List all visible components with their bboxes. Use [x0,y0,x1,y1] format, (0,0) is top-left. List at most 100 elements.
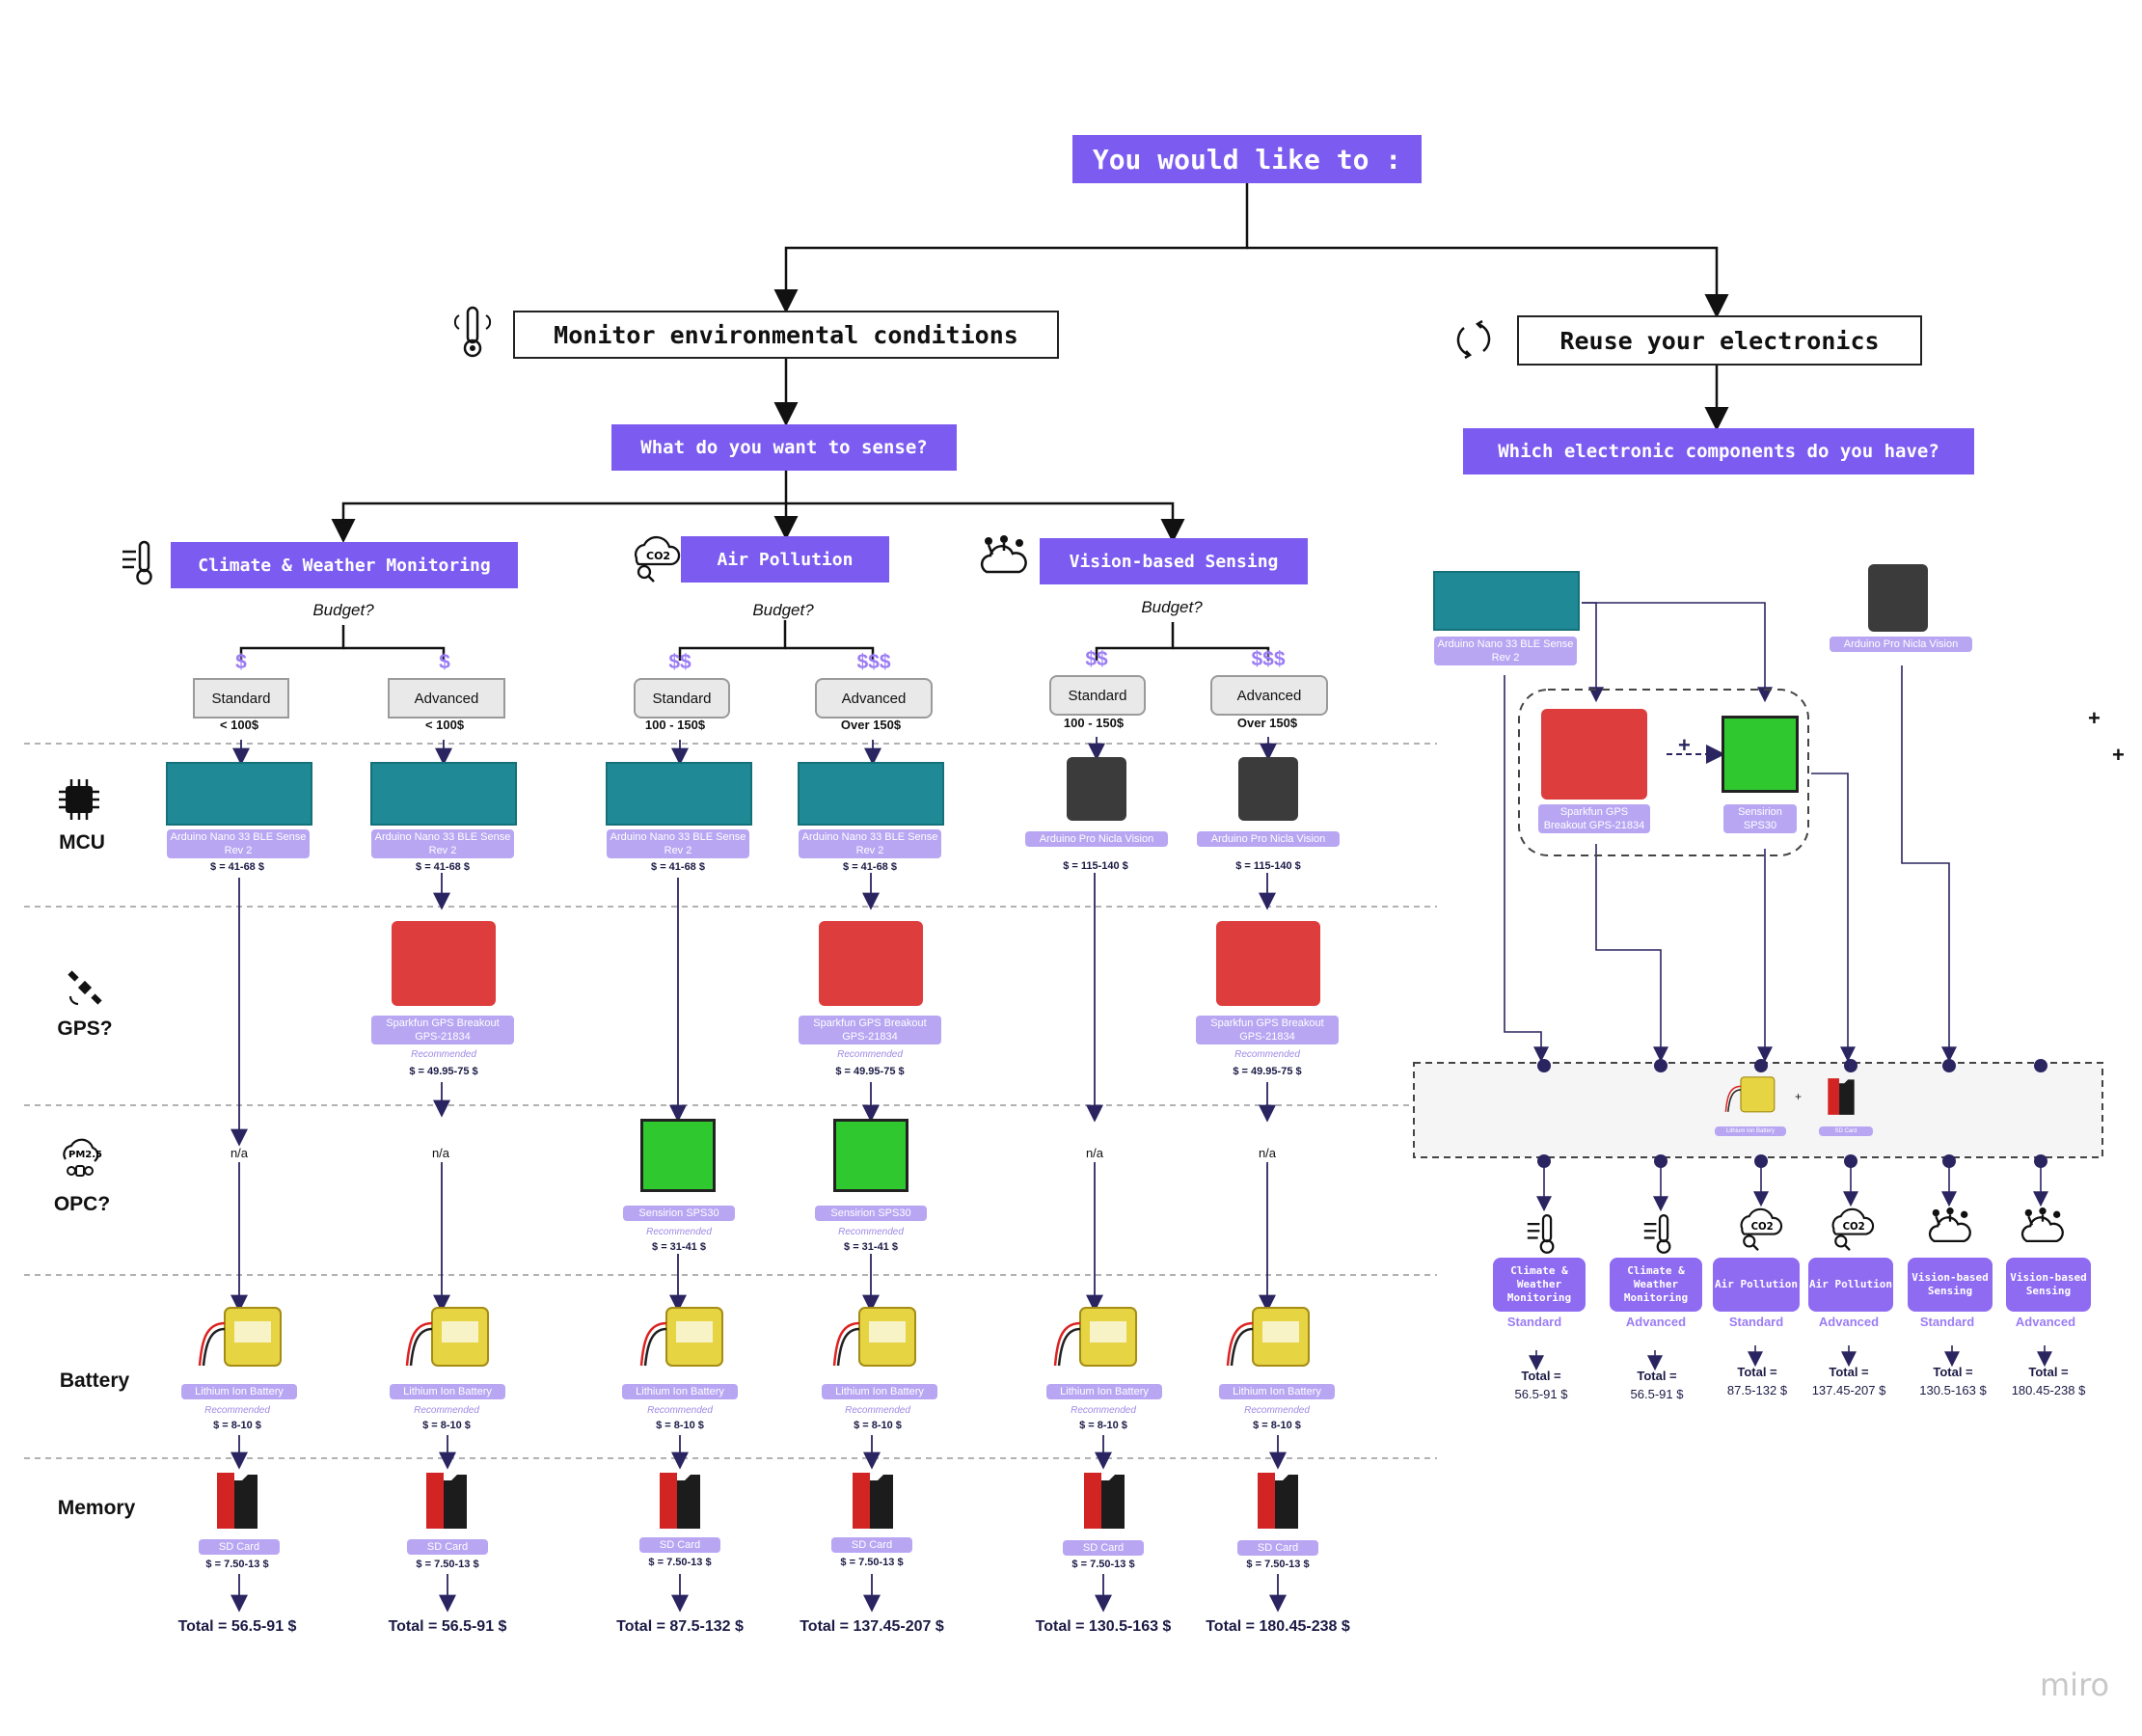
category-climate[interactable]: Climate & Weather Monitoring [171,542,518,588]
budget-level: $$$ [1251,648,1286,670]
battery-label: Lithium Ion Battery [822,1384,937,1399]
sd-card-image [1256,1469,1300,1533]
satellite-icon [65,969,105,1008]
sd-card-image [424,1469,469,1533]
sd-card-price: $ = 7.50-13 $ [416,1559,479,1570]
sd-card-image [851,1469,895,1533]
outcome-tier: Advanced [2015,1315,2076,1329]
sd-card-price: $ = 7.50-13 $ [1071,1559,1135,1570]
sense-question: What do you want to sense? [611,424,957,471]
outcome-total-label: Total = [1829,1365,1869,1379]
tier-standard[interactable]: Standard [1049,675,1146,716]
budget-climate: Budget? [312,601,374,619]
budget-level: $$ [668,651,691,673]
svg-text:CO2: CO2 [1843,1222,1865,1233]
battery-recommended: Recommended [845,1405,910,1416]
outcome-tier: Standard [1919,1315,1975,1329]
sd-card-image [1082,1469,1126,1533]
opc-na: n/a [431,1146,450,1160]
opc-price: $ = 31-41 $ [844,1241,898,1253]
outcome-climate-advanced[interactable]: Climate & Weather Monitoring [1610,1258,1702,1312]
battery-price: $ = 8-10 $ [422,1420,471,1431]
arduino-nano-image [166,762,312,826]
battery-label: Lithium Ion Battery [1715,1126,1786,1136]
sd-card-label: SD Card [1063,1540,1144,1556]
battery-recommended: Recommended [204,1405,270,1416]
tier-advanced[interactable]: Advanced [815,678,933,719]
mcu-price: $ = 41-68 $ [651,861,705,873]
nicla-vision-image [1868,564,1928,632]
gps-price: $ = 49.95-75 $ [409,1066,478,1077]
nicla-vision-image [1067,757,1126,821]
row-label-mcu: MCU [59,831,105,854]
budget-level: $ [235,651,247,673]
svg-text:CO2: CO2 [1751,1222,1774,1233]
outcome-air-standard[interactable]: Air Pollution [1713,1258,1800,1312]
chip-icon [56,776,102,823]
row-label-gps: GPS? [57,1017,113,1040]
outcome-climate-standard[interactable]: Climate & Weather Monitoring [1493,1258,1586,1312]
co2-icon: CO2 [627,533,681,583]
mcu-label: Arduino Pro Nicla Vision [1197,831,1340,847]
outcome-total-label: Total = [1521,1369,1561,1383]
svg-text:CO2: CO2 [646,550,670,562]
column-total: Total = 56.5-91 $ [177,1618,297,1635]
mcu-price: $ = 41-68 $ [210,861,264,873]
main-title: You would like to : [1072,135,1422,183]
battery-image [1051,1304,1138,1373]
arduino-nano-image [370,762,517,826]
budget-level: $$$ [856,651,891,673]
budget-range: Over 150$ [840,718,902,732]
battery-label: Lithium Ion Battery [390,1384,505,1399]
mcu-price: $ = 41-68 $ [843,861,897,873]
opc-na: n/a [1258,1146,1277,1160]
tier-advanced[interactable]: Advanced [1210,675,1328,716]
column-total: Total = 87.5-132 $ [616,1618,744,1635]
battery-label: Lithium Ion Battery [181,1384,297,1399]
battery-price: $ = 8-10 $ [1253,1420,1301,1431]
gps-recommended: Recommended [837,1049,903,1060]
gps-breakout-image [1541,709,1647,800]
gps-recommended: Recommended [1234,1049,1300,1060]
sensirion-image [833,1119,908,1192]
battery-recommended: Recommended [1071,1405,1136,1416]
sd-card-price: $ = 7.50-13 $ [1246,1559,1310,1570]
budget-range: < 100$ [424,718,465,732]
tier-advanced[interactable]: Advanced [388,678,505,719]
budget-range: 100 - 150$ [644,718,706,732]
cloud-vision-icon [1927,1207,1973,1250]
category-vision[interactable]: Vision-based Sensing [1040,538,1308,584]
category-air-pollution[interactable]: Air Pollution [681,536,889,583]
gps-breakout-image [819,921,923,1006]
sd-card-price: $ = 7.50-13 $ [648,1557,712,1568]
outcome-vision-standard[interactable]: Vision-based Sensing [1908,1258,1993,1312]
sd-card-label: SD Card [1237,1540,1318,1556]
outcome-air-advanced[interactable]: Air Pollution [1808,1258,1893,1312]
tier-standard[interactable]: Standard [193,678,289,719]
climate-icon [121,538,159,586]
battery-image [196,1304,283,1373]
budget-range: < 100$ [219,718,259,732]
battery-label: Lithium Ion Battery [622,1384,738,1399]
svg-text:PM2.5: PM2.5 [68,1150,102,1160]
opc-recommended: Recommended [646,1227,712,1237]
sd-card-price: $ = 7.50-13 $ [205,1559,269,1570]
battery-price: $ = 8-10 $ [213,1420,261,1431]
budget-range: 100 - 150$ [1063,716,1125,730]
arduino-nano-image [798,762,944,826]
outcome-vision-advanced[interactable]: Vision-based Sensing [2006,1258,2091,1312]
column-total: Total = 137.45-207 $ [800,1618,944,1635]
climate-icon [1642,1210,1677,1257]
mcu-label: Arduino Nano 33 BLE Sense Rev 2 [799,829,941,858]
battery-image [403,1304,490,1373]
gps-breakout-image [392,921,496,1006]
gps-price: $ = 49.95-75 $ [1233,1066,1302,1077]
sd-card-image [215,1469,259,1533]
gps-label: Sparkfun GPS Breakout GPS-21834 [799,1016,941,1044]
tier-standard[interactable]: Standard [634,678,730,719]
battery-image [830,1304,917,1373]
components-question: Which electronic components do you have? [1463,428,1974,475]
opc-label: Sensirion SPS30 [623,1206,735,1221]
budget-vision: Budget? [1141,598,1203,616]
gps-recommended: Recommended [411,1049,476,1060]
